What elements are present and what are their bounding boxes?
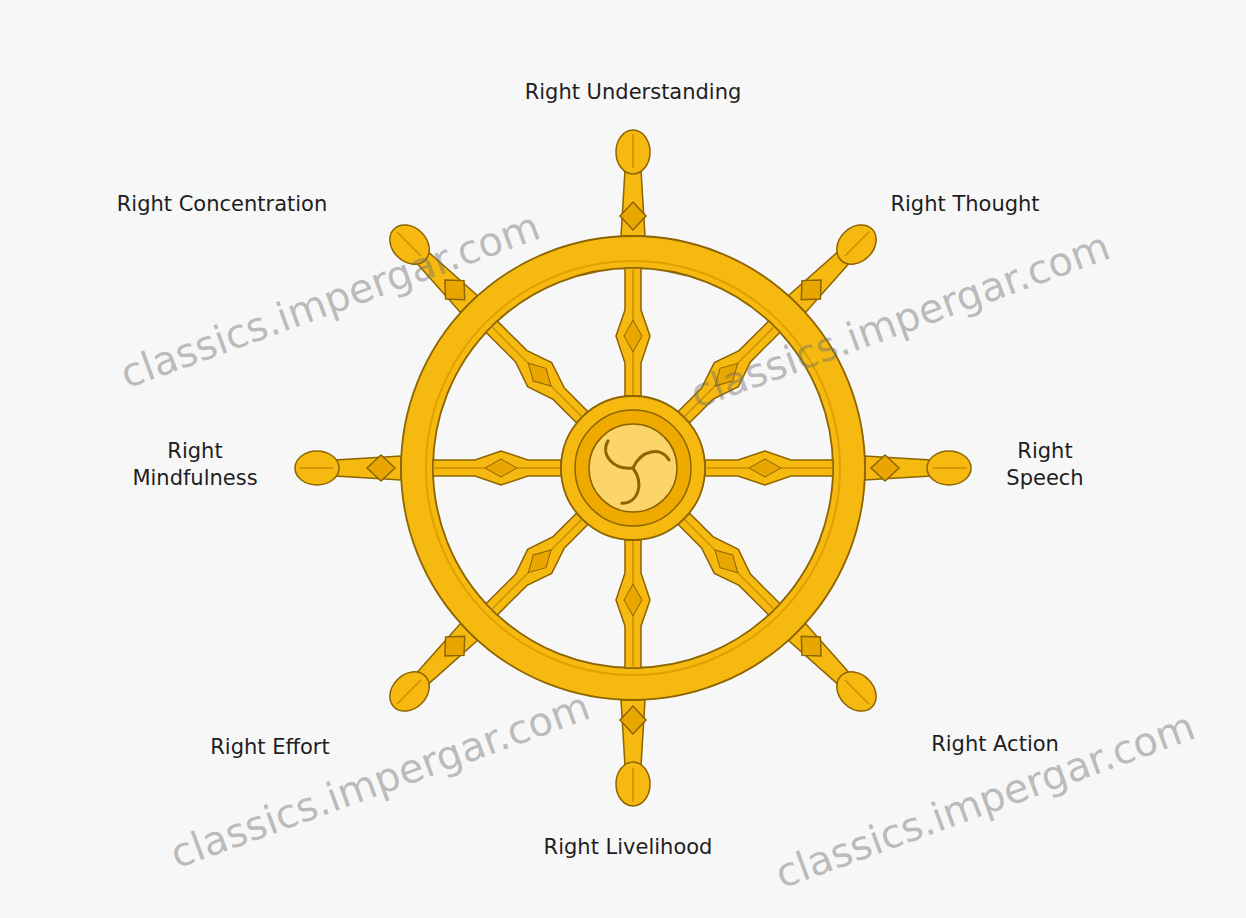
watermark: classics.impergar.com — [684, 223, 1116, 418]
wheel-handle — [785, 217, 884, 316]
path-label: Right Mindfulness — [110, 438, 280, 493]
wheel-spoke — [616, 540, 650, 668]
path-label: Right Understanding — [525, 79, 742, 106]
path-label: Right Speech — [990, 438, 1100, 493]
wheel-spoke — [480, 507, 595, 622]
wheel-rim — [401, 236, 865, 700]
wheel-handle — [382, 620, 481, 719]
wheel-handle — [785, 620, 884, 719]
path-label: Right Effort — [210, 734, 329, 761]
wheel-spoke — [705, 451, 833, 485]
watermark: classics.impergar.com — [769, 703, 1201, 898]
wheel-spokes — [433, 268, 833, 668]
watermark: classics.impergar.com — [164, 683, 596, 878]
path-label: Right Concentration — [117, 191, 328, 218]
wheel-spoke — [616, 268, 650, 396]
wheel-spoke — [433, 451, 561, 485]
wheel-handle — [616, 700, 650, 806]
wheel-handle — [295, 451, 401, 485]
wheel-group — [295, 130, 971, 806]
wheel-handle — [616, 130, 650, 236]
wheel-hub — [561, 396, 705, 540]
wheel-spoke — [480, 315, 595, 430]
wheel-spoke — [672, 507, 787, 622]
wheel-handles — [295, 130, 971, 806]
path-label: Right Thought — [890, 191, 1039, 218]
path-label: Right Livelihood — [544, 834, 713, 861]
wheel-handle — [865, 451, 971, 485]
